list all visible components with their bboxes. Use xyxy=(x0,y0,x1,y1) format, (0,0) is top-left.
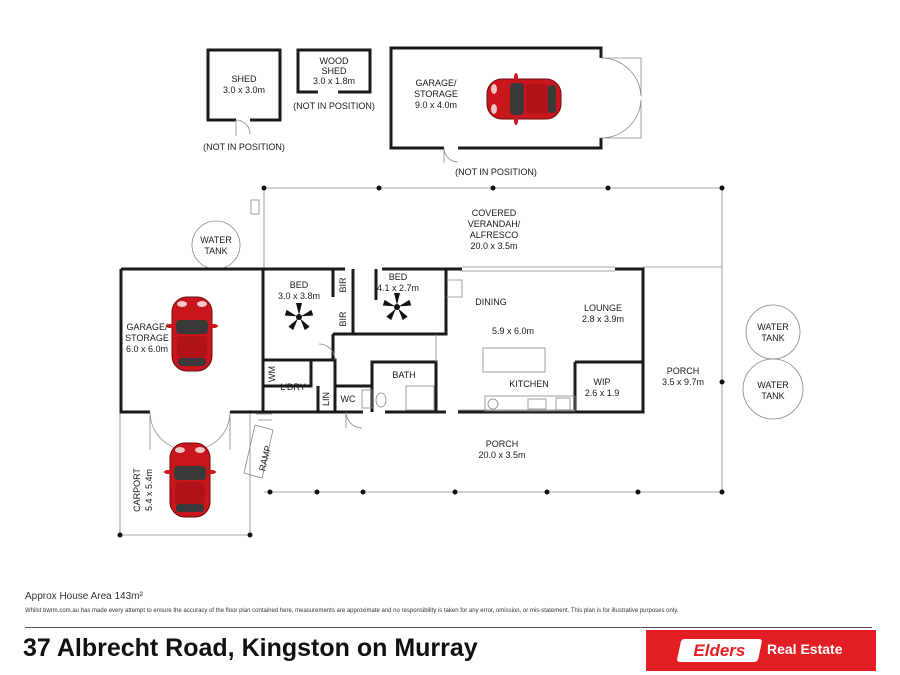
shed-size: 3.0 x 3.0m xyxy=(223,85,265,95)
verandah-name-3: ALFRESCO xyxy=(470,230,519,240)
water-tank: WATER TANK xyxy=(742,358,804,420)
verandah-name-1: COVERED xyxy=(472,208,517,218)
wm-label: WM xyxy=(267,366,277,382)
garage-left-name-2: STORAGE xyxy=(125,333,169,343)
elders-logo-mark: Elders xyxy=(676,639,763,662)
lounge-size: 2.8 x 3.9m xyxy=(582,314,624,324)
water-tank-1-name-1: WATER xyxy=(200,235,232,245)
car-icon xyxy=(486,72,562,126)
bed1-name: BED xyxy=(290,280,309,290)
lin-label: LIN xyxy=(321,392,331,406)
dining-table xyxy=(482,347,546,373)
bed2-name: BED xyxy=(389,272,408,282)
water-tank-1-name-2: TANK xyxy=(204,246,227,256)
shed: SHED 3.0 x 3.0m (NOT IN POSITION) xyxy=(203,48,285,152)
water-tank-2-name-2: TANK xyxy=(761,333,784,343)
door-swing-icon xyxy=(235,119,251,136)
ldry-label: L'DRY xyxy=(280,382,306,392)
elders-logo: Elders Real Estate xyxy=(646,630,876,671)
post xyxy=(117,185,725,538)
porch-bottom-size: 20.0 x 3.5m xyxy=(478,450,525,460)
garage-left-name-1: GARAGE/ xyxy=(126,322,168,332)
verandah-size: 20.0 x 3.5m xyxy=(470,241,517,251)
wood-shed-note: (NOT IN POSITION) xyxy=(293,101,375,111)
sink-icon xyxy=(527,398,547,410)
house-area: Approx House Area 143m² xyxy=(25,591,143,602)
wc-label: WC xyxy=(341,394,356,404)
car-icon xyxy=(163,442,217,518)
garage-top-name-2: STORAGE xyxy=(414,89,458,99)
lounge-name: LOUNGE xyxy=(584,303,622,313)
shed-note: (NOT IN POSITION) xyxy=(203,142,285,152)
dining-name: DINING xyxy=(475,297,507,307)
dining-size: 5.9 x 6.0m xyxy=(492,326,534,336)
garage-top: GARAGE/ STORAGE 9.0 x 4.0m (NOT IN POSIT… xyxy=(389,46,642,177)
wood-shed-name-1: WOOD xyxy=(320,56,349,66)
porch-bottom-name: PORCH xyxy=(486,439,519,449)
ramp: RAMP xyxy=(243,413,274,479)
water-tank: WATER TANK xyxy=(745,304,801,360)
wip-name: WIP xyxy=(594,377,611,387)
garage-top-name-1: GARAGE/ xyxy=(415,78,457,88)
shed-name: SHED xyxy=(231,74,257,84)
porch-right-name: PORCH xyxy=(667,366,700,376)
porch-right-size: 3.5 x 9.7m xyxy=(662,377,704,387)
wood-shed: WOOD SHED 3.0 x 1.8m (NOT IN POSITION) xyxy=(293,48,375,111)
door-swing-icon xyxy=(600,57,642,139)
carport-name: CARPORT xyxy=(132,468,142,512)
kitchen-bench xyxy=(484,395,576,412)
water-tank-3-name-1: WATER xyxy=(757,380,789,390)
car-icon xyxy=(165,296,219,372)
water-tank: WATER TANK xyxy=(191,220,241,270)
bed1-size: 3.0 x 3.8m xyxy=(278,291,320,301)
logo-suffix: Real Estate xyxy=(767,641,843,657)
property-address: 37 Albrecht Road, Kingston on Murray xyxy=(23,634,478,662)
wood-shed-name-2: SHED xyxy=(321,66,347,76)
ceiling-fan-icon xyxy=(284,303,314,331)
water-tank-3-name-2: TANK xyxy=(761,391,784,401)
water-tank-2-name-1: WATER xyxy=(757,322,789,332)
garage-top-size: 9.0 x 4.0m xyxy=(415,100,457,110)
bed2-size: 4.1 x 2.7m xyxy=(377,283,419,293)
garage-top-note: (NOT IN POSITION) xyxy=(455,167,537,177)
kitchen-label: KITCHEN xyxy=(509,379,549,389)
wood-shed-size: 3.0 x 1.8m xyxy=(313,76,355,86)
ramp-label: RAMP xyxy=(257,444,273,472)
wip-size: 2.6 x 1.9 xyxy=(585,388,620,398)
bathroom-fixtures xyxy=(361,385,435,411)
divider xyxy=(25,627,872,628)
stove-icon xyxy=(487,398,499,410)
disclaimer: Whilst bwrm.com.au has made every attemp… xyxy=(25,608,679,614)
floor-plan: SHED 3.0 x 3.0m (NOT IN POSITION) WOOD S… xyxy=(117,46,804,538)
bath-label: BATH xyxy=(392,370,415,380)
bir1-label: BIR xyxy=(338,277,348,293)
verandah-name-2: VERANDAH/ xyxy=(468,219,521,229)
stove-icon xyxy=(555,397,571,411)
bir2-label: BIR xyxy=(338,311,348,327)
ceiling-fan-icon xyxy=(382,293,412,321)
carport-size: 5.4 x 5.4m xyxy=(144,469,154,511)
door-swing-icon xyxy=(318,343,336,361)
verandah: COVERED VERANDAH/ ALFRESCO 20.0 x 3.5m xyxy=(117,185,725,538)
garage-left-size: 6.0 x 6.0m xyxy=(126,344,168,354)
